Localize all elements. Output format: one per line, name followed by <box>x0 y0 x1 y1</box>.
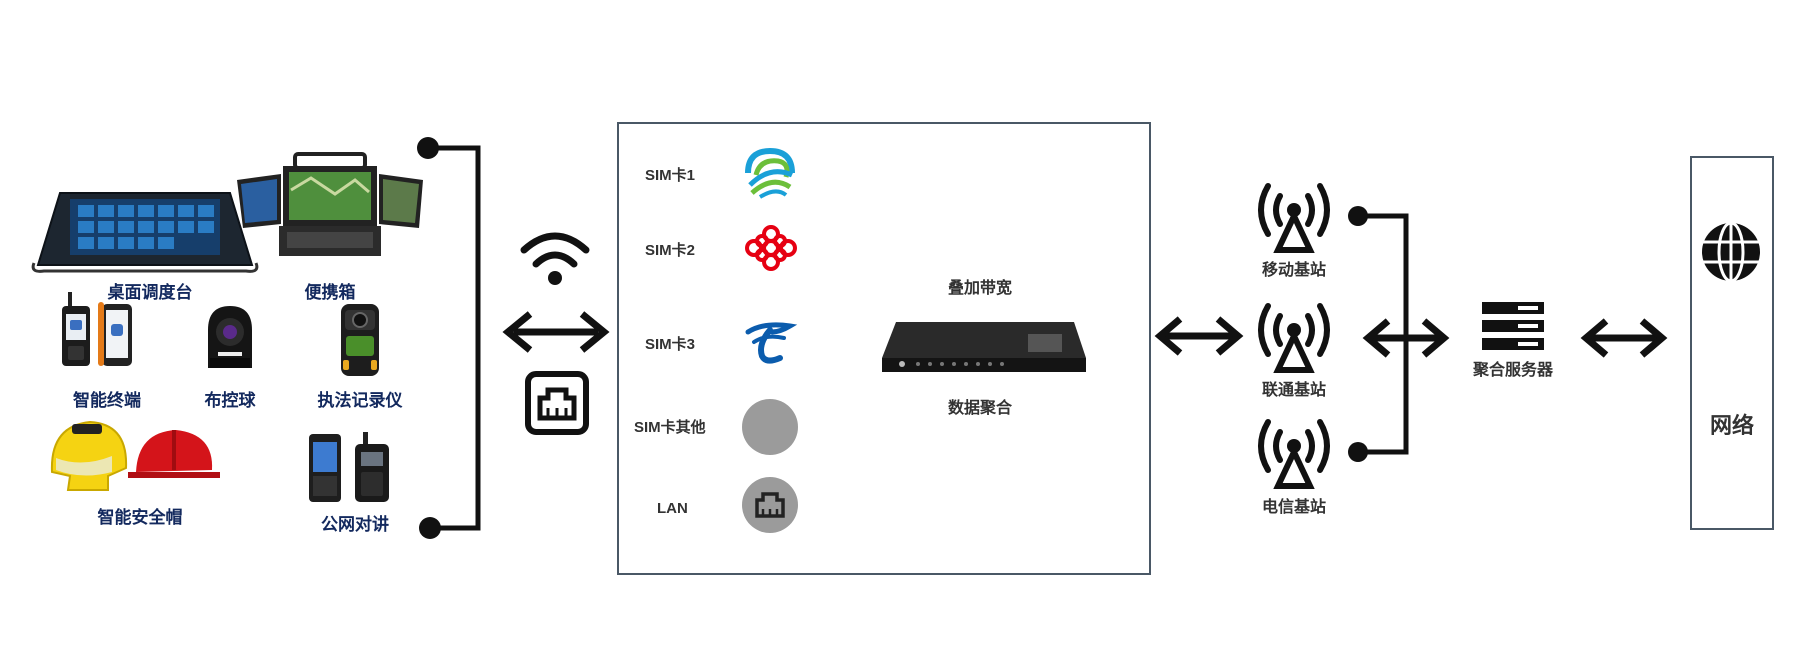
network-box <box>1690 156 1774 530</box>
sim-other-label: SIM卡其他 <box>634 419 706 436</box>
telecom-base-station-icon <box>1258 419 1330 489</box>
network-label: 网络 <box>1709 413 1754 438</box>
public-radio-image <box>309 432 389 502</box>
data-aggregation-label: 数据聚合 <box>947 400 1012 417</box>
sim1-label: SIM卡1 <box>645 167 696 184</box>
aggregation-router-image <box>882 322 1086 372</box>
desk-console-image <box>31 192 259 273</box>
china-unicom-logo-icon <box>745 225 797 271</box>
ethernet-icon <box>742 477 798 533</box>
law-recorder-image <box>341 304 379 376</box>
china-telecom-logo-icon <box>745 322 798 364</box>
desk-console-label: 桌面调度台 <box>107 283 193 302</box>
mobile-base-station-icon <box>1258 183 1330 253</box>
portable-box-label: 便携箱 <box>304 283 356 302</box>
dome-camera-label: 布控球 <box>204 391 256 410</box>
dome-camera-image <box>208 306 252 368</box>
bandwidth-stack-label: 叠加带宽 <box>947 280 1012 297</box>
globe-icon <box>1702 221 1760 283</box>
grey-circle-icon <box>742 399 798 455</box>
telecom-base-station-label: 电信基站 <box>1261 499 1326 516</box>
portable-box-image <box>237 152 423 256</box>
smart-terminal-image <box>62 292 132 366</box>
double-arrow-icon <box>1362 318 1450 358</box>
double-arrow-icon <box>502 311 610 353</box>
sim2-label: SIM卡2 <box>645 242 696 259</box>
double-arrow-icon <box>1580 318 1668 358</box>
smart-helmet-label: 智能安全帽 <box>97 508 183 527</box>
wifi-icon <box>520 232 590 285</box>
server-icon <box>1482 302 1544 350</box>
unicom-base-station-icon <box>1258 303 1330 373</box>
sim3-label: SIM卡3 <box>645 336 696 353</box>
china-mobile-logo-icon <box>745 147 795 199</box>
smart-helmet-image <box>50 420 220 491</box>
lan-label: LAN <box>657 500 688 517</box>
ethernet-port-icon <box>525 371 589 435</box>
public-radio-label: 公网对讲 <box>321 515 389 534</box>
unicom-base-station-label: 联通基站 <box>1261 382 1326 399</box>
smart-terminal-label: 智能终端 <box>73 391 141 410</box>
double-arrow-icon <box>1154 316 1244 356</box>
aggregation-server-label: 聚合服务器 <box>1472 362 1553 379</box>
law-recorder-label: 执法记录仪 <box>317 391 403 410</box>
mobile-base-station-label: 移动基站 <box>1261 262 1326 279</box>
